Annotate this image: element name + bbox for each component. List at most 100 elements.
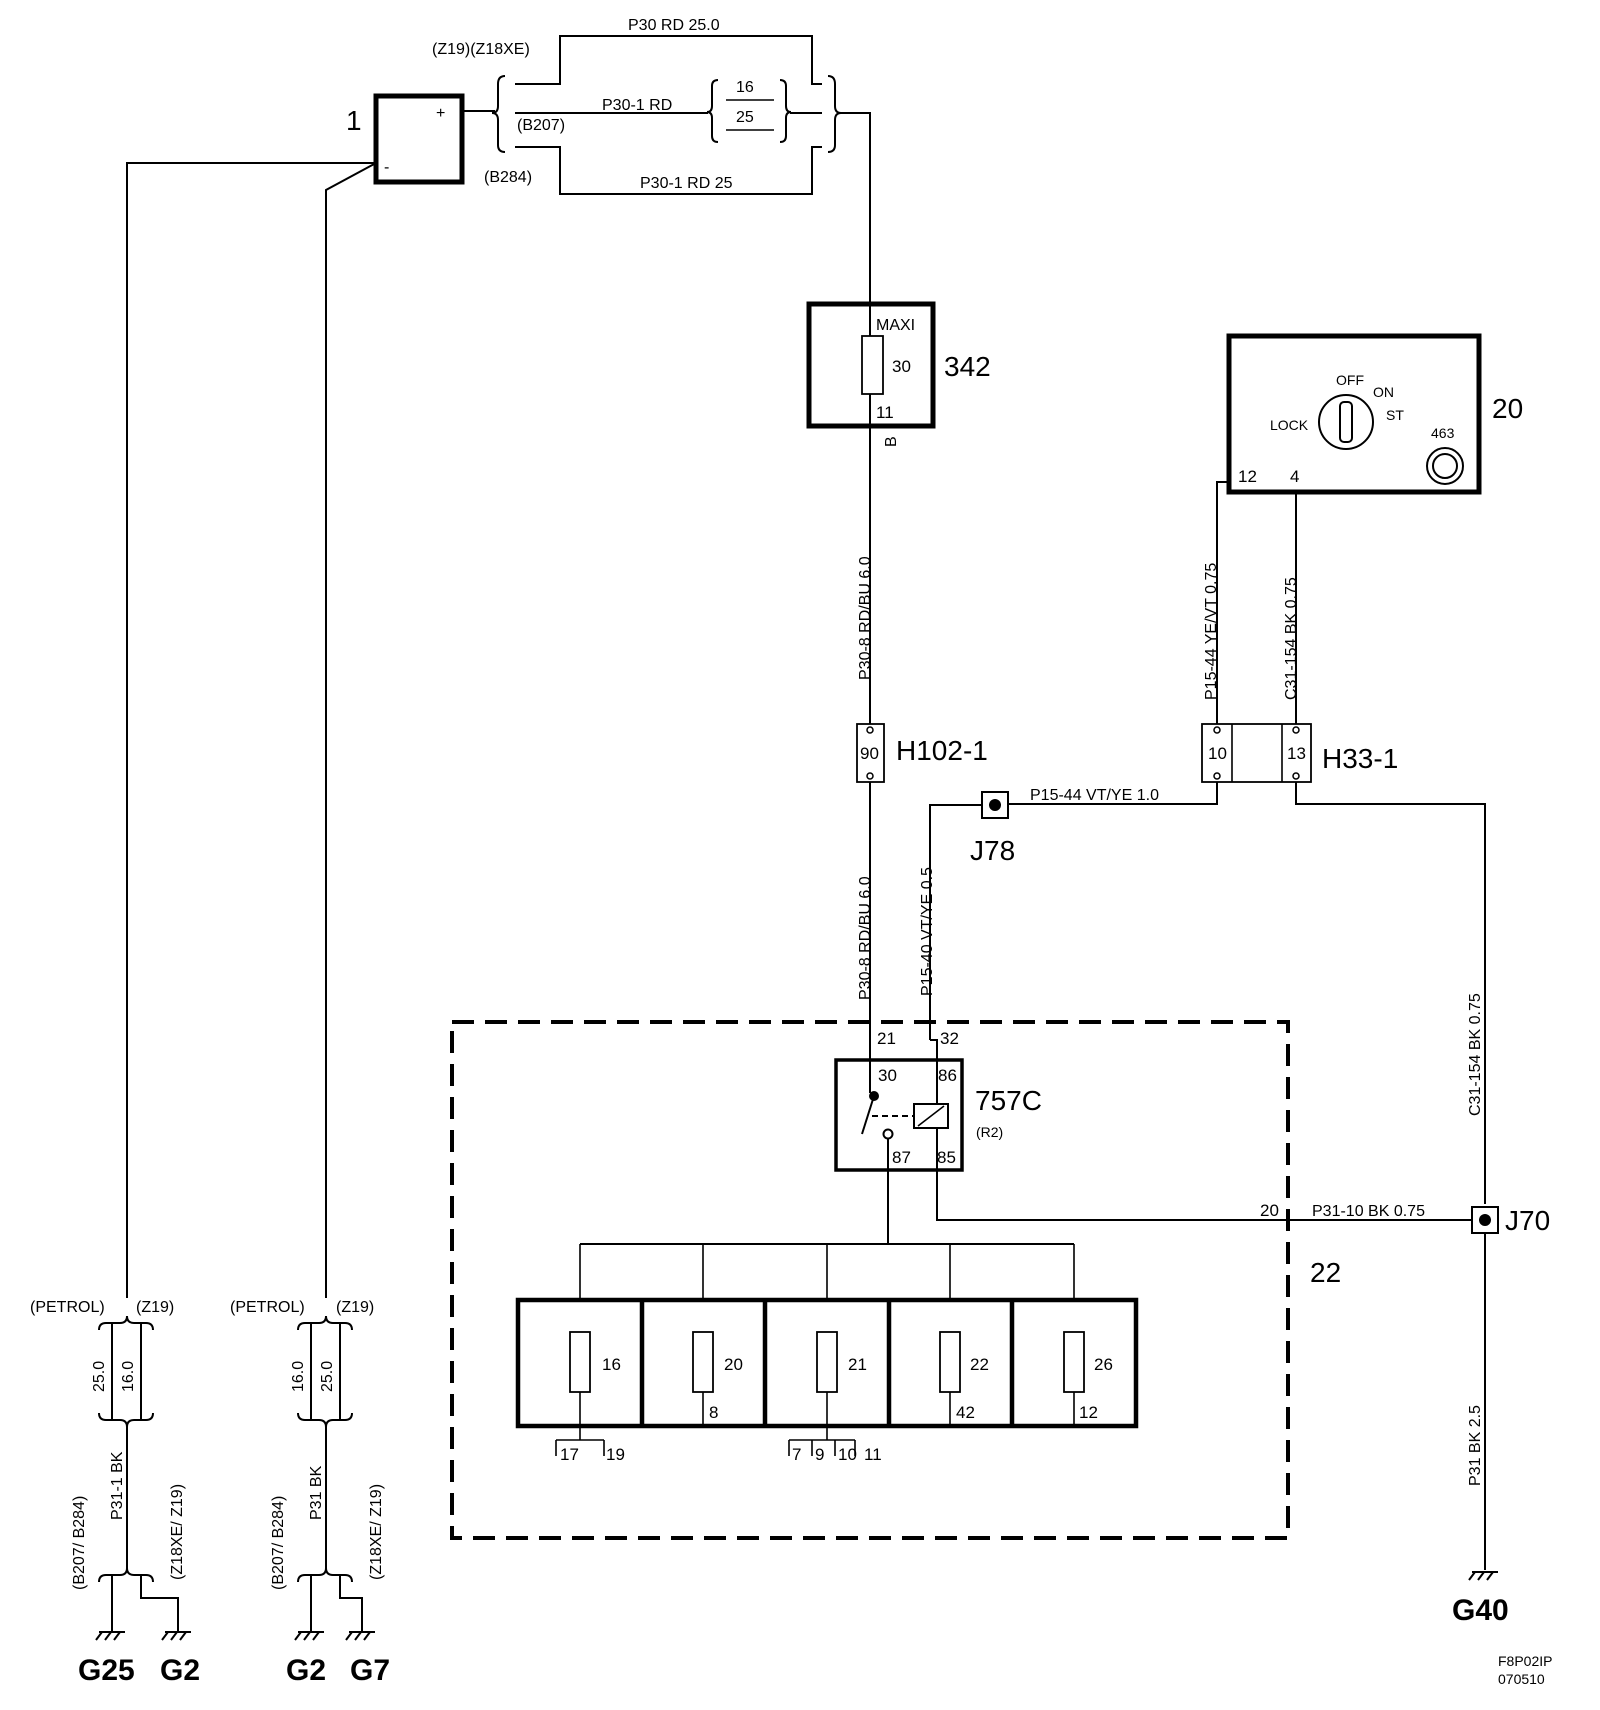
- relay-757c: 30 86 87 85 757C (R2): [834, 1058, 1042, 1172]
- ground-2-size-a: 16.0: [290, 1361, 307, 1392]
- relay-sub: (R2): [976, 1124, 1003, 1140]
- doc-code: F8P02IP: [1498, 1653, 1552, 1669]
- relay-pin-85: 85: [937, 1148, 956, 1167]
- ground-1-g-a: G25: [78, 1654, 135, 1687]
- wire-battery-negative-1: [126, 162, 376, 1298]
- fuse-22: 22 42: [939, 1331, 989, 1426]
- battery-minus-label: -: [384, 159, 389, 176]
- ignition-pin-4: 4: [1290, 467, 1299, 486]
- wire-top-path: [515, 35, 822, 85]
- ground-g2-icon: [161, 1631, 191, 1641]
- relay-id: 757C: [975, 1085, 1042, 1116]
- wire-bot-label: P30-1 RD 25: [640, 175, 733, 192]
- splice-j70: J70: [1471, 1205, 1550, 1236]
- maxi-fuse-type: MAXI: [876, 317, 915, 334]
- fuse-block-pin-21: 21: [877, 1029, 896, 1048]
- fuse-21-out-7: 7: [792, 1445, 801, 1464]
- size-b-label: 25: [736, 109, 754, 126]
- ground-2-size-b: 25.0: [319, 1361, 336, 1392]
- top-wiring-variants: (Z19)(Z18XE) P30 RD 25.0 (B207) P30-1 RD…: [432, 17, 842, 195]
- ignition-pin-12: 12: [1238, 467, 1257, 486]
- ground-2-variant-a: (B207/ B284): [270, 1496, 287, 1590]
- maxi-fuse-element: [861, 335, 884, 395]
- wire-p31-10-label: P31-10 BK 0.75: [1312, 1203, 1425, 1220]
- relay-pin-86: 86: [938, 1066, 957, 1085]
- fuse-block-outline: [450, 1020, 1290, 1540]
- relay-pin-30: 30: [878, 1066, 897, 1085]
- size-a-label: 16: [736, 79, 754, 96]
- wire-p15-40-label: P15-40 VT/YE 0.5: [919, 867, 936, 996]
- splice-j78-label: J78: [970, 835, 1015, 866]
- size-brace-left: [706, 79, 719, 143]
- ground-g40-label: G40: [1452, 1594, 1509, 1627]
- fuse-row: 16 20 8 21 22 42 26 12: [515, 1297, 1139, 1429]
- fuse-26: 26 12: [1063, 1331, 1113, 1426]
- ignition-on-label: ON: [1373, 384, 1394, 400]
- immobilizer-id: 463: [1431, 425, 1455, 441]
- wire-c31-154-right-label: C31-154 BK 0.75: [1467, 993, 1484, 1116]
- battery: 1 + -: [346, 93, 465, 185]
- connector-h102-1: 90 H102-1: [856, 723, 988, 783]
- fuse-16-out-17: 17: [560, 1445, 579, 1464]
- ground-2-wire: P31 BK: [308, 1465, 325, 1520]
- wire-p15-40: [929, 804, 982, 1040]
- ignition-key-slot-icon: [1339, 401, 1353, 443]
- fuse-22-out: 42: [956, 1403, 975, 1422]
- fuse-20-rating: 20: [724, 1355, 743, 1374]
- ground-group-2: (PETROL) (Z19) 16.0 25.0 P31 BK (B207/ B…: [230, 1299, 390, 1687]
- doc-date: 070510: [1498, 1671, 1545, 1687]
- ground-2-g-b: G7: [350, 1654, 390, 1687]
- maxi-fuse-pin: 11: [876, 403, 894, 422]
- wire-p31-right-label: P31 BK 2.5: [1467, 1405, 1484, 1486]
- fuse-block-pin-32: 32: [940, 1029, 959, 1048]
- ground-group-1: (PETROL) (Z19) 25.0 16.0 P31-1 BK (B207/…: [30, 1299, 200, 1687]
- ground-2-z19: (Z19): [336, 1299, 374, 1316]
- fuse-22-rating: 22: [970, 1355, 989, 1374]
- ground-g7-icon: [345, 1631, 375, 1641]
- fuse-16-rating: 16: [602, 1355, 621, 1374]
- h33-pin-13: 13: [1287, 744, 1306, 763]
- h33-id: H33-1: [1322, 743, 1398, 774]
- variant-bot-label: (B284): [484, 169, 532, 186]
- ground-1-variant-a: (B207/ B284): [71, 1496, 88, 1590]
- fuse-16-outputs: [555, 1426, 605, 1456]
- relay-pin-87: 87: [892, 1148, 911, 1167]
- ground-g25-icon: [95, 1631, 125, 1641]
- relay-contact-arm: [861, 1095, 875, 1135]
- wire-p15-44-vtye-label: P15-44 VT/YE 1.0: [1030, 787, 1159, 804]
- wire-c31-154-top-label: C31-154 BK 0.75: [1283, 577, 1300, 700]
- fuse-block-22: 22 21 32 20: [450, 1020, 1341, 1540]
- h102-pin: 90: [860, 744, 879, 763]
- variant-mid-label: (B207): [517, 117, 565, 134]
- fuse-20: 20 8: [692, 1331, 743, 1426]
- fuse-block-id: 22: [1310, 1257, 1341, 1288]
- relay-contact-87: [882, 1128, 894, 1140]
- wire-top-label: P30 RD 25.0: [628, 17, 720, 34]
- ground-1-z19: (Z19): [136, 1299, 174, 1316]
- left-variant-brace: [491, 75, 506, 153]
- fuse-16: 16: [569, 1331, 621, 1426]
- battery-id: 1: [346, 105, 362, 136]
- wire-mid-label: P30-1 RD: [602, 97, 672, 114]
- wire-feed-to-maxi: [841, 112, 871, 304]
- ground-2-variant-b: (Z18XE/ Z19): [368, 1484, 385, 1580]
- h102-id: H102-1: [896, 735, 988, 766]
- ground-1-g-b: G2: [160, 1654, 200, 1687]
- wire-p30-8-lower-label: P30-8 RD/BU 6.0: [857, 876, 874, 1000]
- ground-g2b-icon: [294, 1631, 324, 1641]
- ground-1-size-b: 16.0: [120, 1361, 137, 1392]
- fuse-21-outputs: [788, 1426, 856, 1456]
- ground-2-g-a: G2: [286, 1654, 326, 1687]
- maxi-fuse-id: 342: [944, 351, 991, 382]
- maxi-fuse-rating: 30: [892, 357, 911, 376]
- ignition-st-label: ST: [1386, 407, 1404, 423]
- fuse-26-rating: 26: [1094, 1355, 1113, 1374]
- fuse-21-out-10: 10: [838, 1445, 857, 1464]
- wire-p30-8-upper-label: P30-8 RD/BU 6.0: [857, 556, 874, 680]
- ground-1-wire: P31-1 BK: [109, 1451, 126, 1520]
- ground-1-variant-b: (Z18XE/ Z19): [169, 1484, 186, 1580]
- ground-1-petrol: (PETROL): [30, 1299, 105, 1316]
- wire-p15-44-vtye: [1008, 782, 1218, 805]
- fuse-16-out-19: 19: [606, 1445, 625, 1464]
